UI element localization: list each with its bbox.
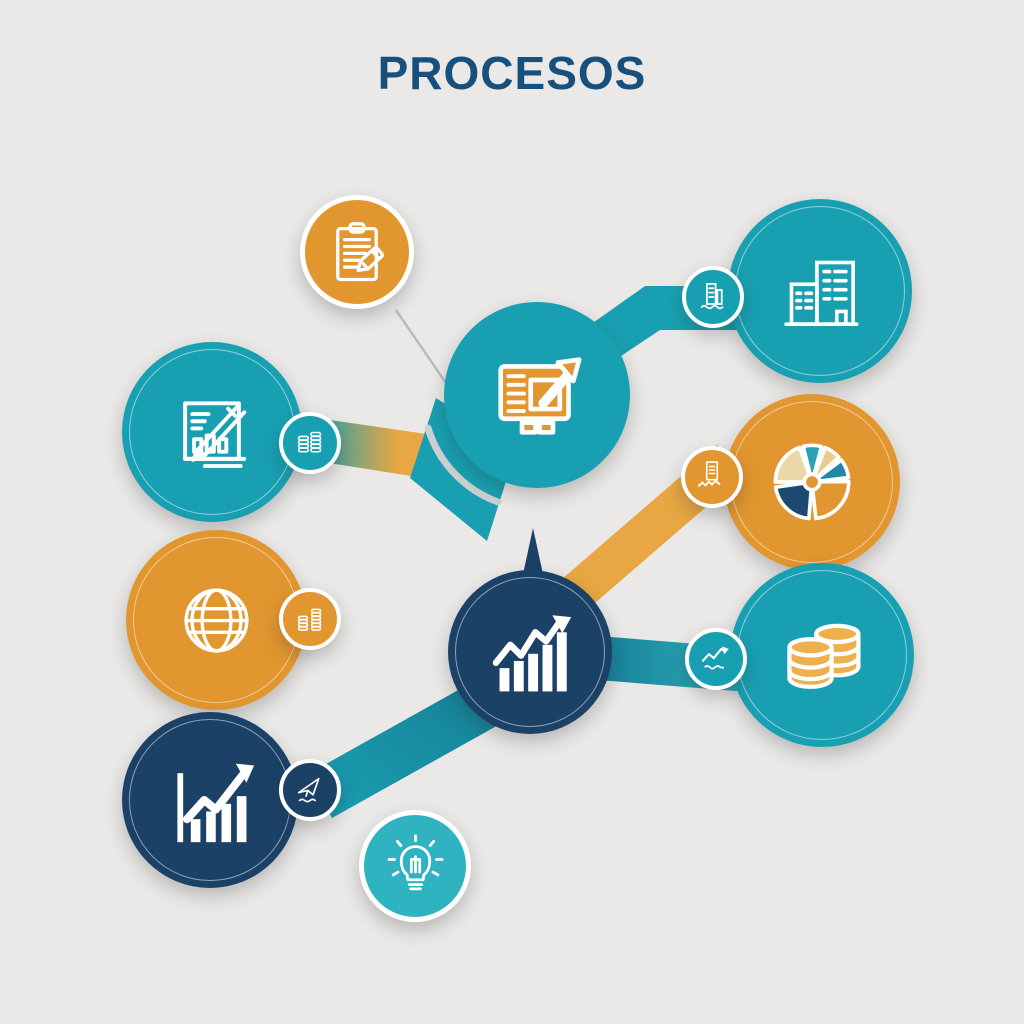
growth-circle	[448, 570, 612, 734]
analytics-circle	[122, 712, 298, 888]
mini-coins-icon	[297, 431, 322, 453]
ribbon-teal-lowerleft	[308, 679, 502, 818]
buildings-circle	[728, 199, 912, 383]
mini-stacks-circle	[279, 588, 341, 650]
globe-circle	[126, 530, 306, 710]
mini-plane-icon	[297, 777, 320, 803]
mini-linechart-icon	[701, 646, 729, 670]
coins-icon	[787, 623, 861, 689]
mini-stacks-icon	[297, 608, 322, 631]
pie-chart-icon	[773, 443, 851, 521]
lightbulb-icon	[387, 833, 443, 890]
globe-icon	[183, 587, 249, 653]
arc-highlight	[424, 424, 502, 506]
mini-building-circle	[682, 266, 744, 328]
clipboard-pen-icon	[336, 222, 385, 282]
mini-building-icon	[700, 283, 724, 310]
mini-plane-circle	[279, 759, 341, 821]
buildings-icon	[783, 260, 859, 326]
pie-circle	[724, 394, 900, 570]
monitor-circle	[444, 302, 630, 488]
chart-growth-icon	[177, 763, 255, 843]
clipboard-circle	[300, 195, 414, 309]
report-pen-icon	[183, 401, 247, 469]
mini-linechart-circle	[685, 628, 747, 690]
bar-chart-arrow-icon	[492, 615, 572, 692]
report-circle	[122, 342, 302, 522]
monitor-arrow-icon	[497, 356, 581, 435]
page-title: PROCESOS	[377, 47, 647, 99]
idea-circle	[359, 810, 471, 922]
mini-coins-circle	[279, 412, 341, 474]
mini-document-icon	[697, 461, 721, 487]
mini-document-circle	[681, 446, 743, 508]
coins-circle	[730, 563, 914, 747]
clipboard-connector-line	[394, 309, 454, 393]
